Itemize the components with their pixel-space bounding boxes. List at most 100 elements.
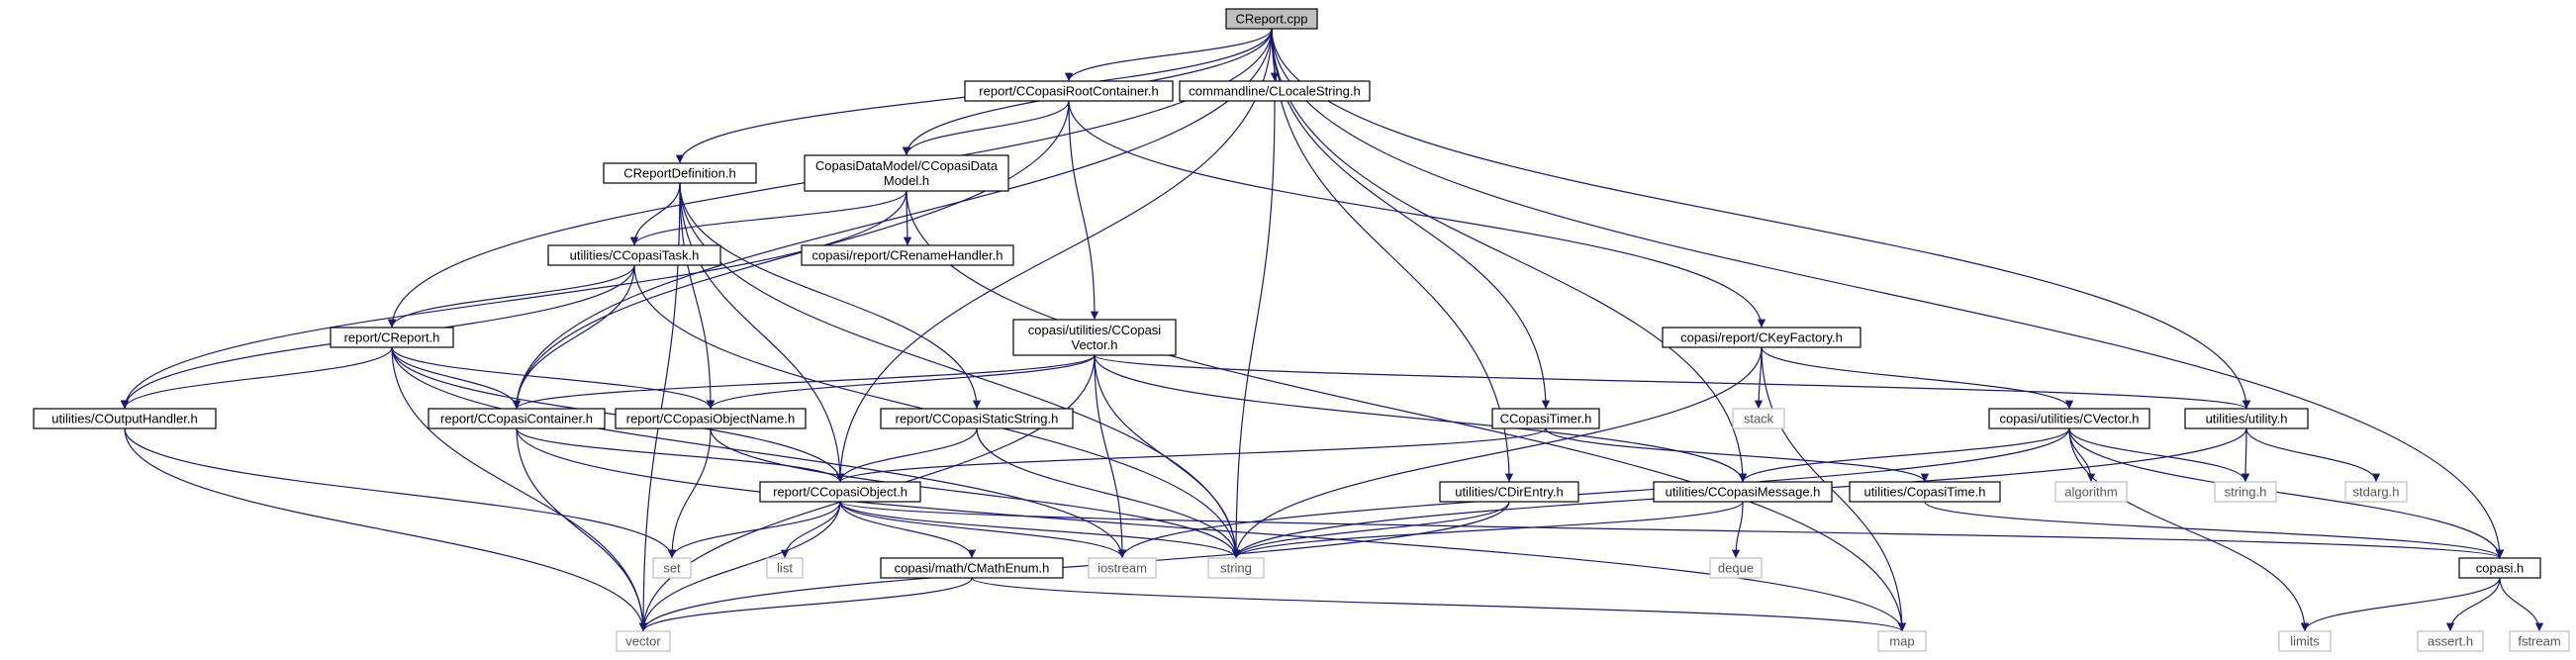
edge-cobject-to-copasih xyxy=(839,501,2504,559)
node-box xyxy=(880,408,1074,429)
edge-creport_h-to-cobjname xyxy=(391,346,716,410)
node-crename[interactable]: copasi/report/CRenameHandler.h xyxy=(801,244,1014,266)
node-asserth: assert.h xyxy=(2417,630,2484,652)
node-label: copasi/math/CMathEnum.h xyxy=(895,561,1050,576)
edge-cdatamodel-to-map xyxy=(906,190,1907,632)
node-box xyxy=(964,80,1174,102)
edge-cstatic-to-cobject xyxy=(835,427,978,483)
edge-cstatic-to-string xyxy=(976,427,1241,559)
node-cobject[interactable]: report/CCopasiObject.h xyxy=(759,481,921,503)
node-label: utilities/COutputHandler.h xyxy=(51,412,197,426)
node-label: map xyxy=(1889,634,1914,649)
node-cmathenum[interactable]: copasi/math/CMathEnum.h xyxy=(880,557,1064,579)
node-copasih[interactable]: copasi.h xyxy=(2458,557,2541,579)
node-croot[interactable]: report/CCopasiRootContainer.h xyxy=(964,80,1174,102)
edge-cuvector-to-stringh xyxy=(2068,427,2250,483)
node-box xyxy=(652,557,692,579)
edge-cobject-to-vector xyxy=(638,501,841,632)
edge-ccvector-to-utility xyxy=(1094,354,2250,410)
edge-cobject-to-cmathenum xyxy=(839,501,977,559)
edge-ctimer-to-cobject xyxy=(836,427,1547,483)
edge-cuvector-to-limits xyxy=(2068,427,2310,632)
node-cobjname[interactable]: report/CCopasiObjectName.h xyxy=(615,408,807,429)
edge-croot-to-ccvector xyxy=(1068,100,1099,321)
edges-layer xyxy=(120,28,2544,632)
node-box xyxy=(2509,630,2570,652)
node-cmessage[interactable]: utilities/CCopasiMessage.h xyxy=(1653,481,1833,503)
node-label: CReport.cpp xyxy=(1236,12,1308,27)
node-label: CReportDefinition.h xyxy=(623,166,735,181)
node-cdirentry[interactable]: utilities/CDirEntry.h xyxy=(1439,481,1579,503)
node-stdarg: stdarg.h xyxy=(2344,481,2408,503)
node-box xyxy=(1088,557,1157,579)
node-cstatic[interactable]: report/CCopasiStaticString.h xyxy=(880,408,1074,429)
node-limits: limits xyxy=(2278,630,2332,652)
node-box xyxy=(2278,630,2332,652)
node-box xyxy=(759,481,921,503)
node-label: report/CCopasiRootContainer.h xyxy=(979,84,1158,99)
node-label: fstream xyxy=(2518,634,2560,649)
node-box xyxy=(2214,481,2277,503)
edge-creport_h-to-coutput xyxy=(120,346,393,410)
edge-cdatamodel-to-coutput xyxy=(120,190,907,410)
node-utility[interactable]: utilities/utility.h xyxy=(2184,408,2309,429)
edge-clocale-to-string xyxy=(1231,100,1276,559)
node-label: stack xyxy=(1744,412,1774,426)
node-box xyxy=(1877,630,1927,652)
edge-croot-to-cdatamodel xyxy=(902,100,1070,156)
node-creport_h[interactable]: report/CReport.h xyxy=(330,327,454,348)
node-ckeyfactory[interactable]: copasi/report/CKeyFactory.h xyxy=(1662,327,1861,348)
node-box xyxy=(1662,327,1861,348)
edge-cobject-to-string xyxy=(839,501,1241,559)
node-label: Model.h xyxy=(884,173,929,188)
edge-creport_h-to-ccontainer xyxy=(391,346,522,410)
edge-coutput-to-set xyxy=(124,427,677,559)
node-box xyxy=(1849,481,2001,503)
node-label: utilities/utility.h xyxy=(2206,412,2288,426)
edge-ccontainer-to-map xyxy=(516,427,1907,632)
node-label: vector xyxy=(625,634,661,649)
node-label: iostream xyxy=(1097,561,1147,576)
node-creport_cpp[interactable]: CReport.cpp xyxy=(1225,8,1318,30)
node-label: CopasiDataModel/CCopasiData xyxy=(815,158,999,173)
node-label: commandline/CLocaleString.h xyxy=(1189,84,1360,99)
node-clocale[interactable]: commandline/CLocaleString.h xyxy=(1179,80,1371,102)
node-box xyxy=(880,557,1064,579)
node-label: CCopasiTimer.h xyxy=(1500,412,1592,426)
edge-creport_cpp-to-cobject xyxy=(835,28,1273,483)
edge-cobject-to-set xyxy=(667,501,841,559)
node-box xyxy=(330,327,454,348)
node-label: report/CCopasiObject.h xyxy=(773,485,907,500)
node-label: limits xyxy=(2290,634,2320,649)
edge-ccvector-to-cobjname xyxy=(706,354,1096,410)
edge-cuvector-to-copasih xyxy=(2068,427,2505,559)
edge-copasitime-to-copasih xyxy=(1924,501,2505,559)
node-creportdef[interactable]: CReportDefinition.h xyxy=(603,162,757,184)
node-box xyxy=(2458,557,2541,579)
edge-creportdef-to-ctask xyxy=(629,182,681,246)
node-string: string xyxy=(1207,557,1265,579)
node-ctask[interactable]: utilities/CCopasiTask.h xyxy=(547,244,721,266)
node-box xyxy=(1709,557,1763,579)
node-copasitime[interactable]: utilities/CopasiTime.h xyxy=(1849,481,2001,503)
edge-creport_cpp-to-utility xyxy=(1271,28,2251,410)
node-box xyxy=(33,408,217,429)
node-label: utilities/CCopasiMessage.h xyxy=(1666,485,1821,500)
node-ccontainer[interactable]: report/CCopasiContainer.h xyxy=(428,408,606,429)
node-label: stdarg.h xyxy=(2353,485,2400,500)
node-label: utilities/CCopasiTask.h xyxy=(570,248,700,263)
node-box xyxy=(1225,8,1318,30)
node-ctimer[interactable]: CCopasiTimer.h xyxy=(1491,408,1600,429)
node-cuvector[interactable]: copasi/utilities/CVector.h xyxy=(1988,408,2150,429)
edge-cmessage-to-deque xyxy=(1731,501,1744,559)
edge-cuvector-to-iostream xyxy=(1117,427,2070,559)
node-box xyxy=(2184,408,2309,429)
node-label: copasi/report/CKeyFactory.h xyxy=(1680,330,1843,345)
edge-cuvector-to-algorithm xyxy=(2068,427,2096,483)
edge-copasih-to-limits xyxy=(2300,577,2501,632)
node-box xyxy=(615,408,807,429)
node-coutput[interactable]: utilities/COutputHandler.h xyxy=(33,408,217,429)
